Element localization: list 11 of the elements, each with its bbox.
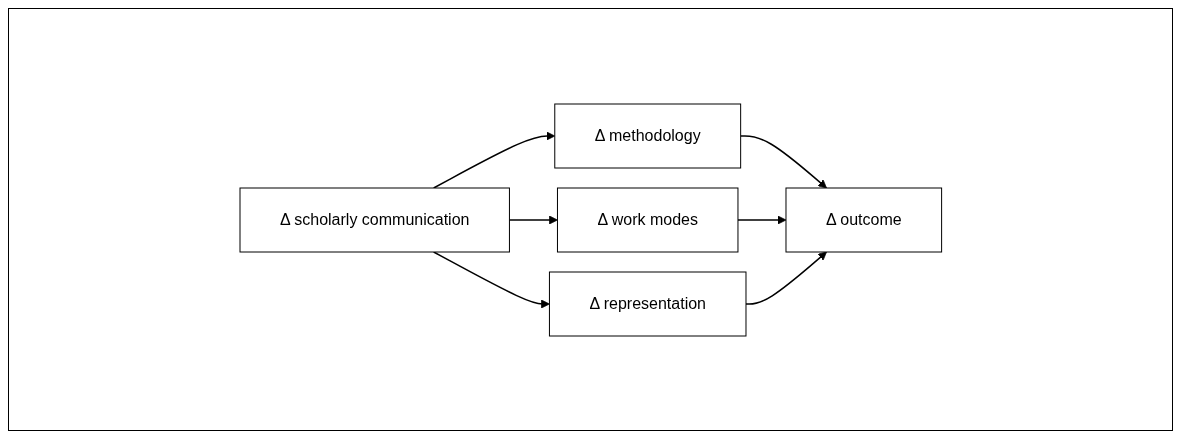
node-box: Δ representation (548, 271, 747, 336)
node-box: Δ scholarly communication (239, 187, 510, 252)
arrow (744, 251, 827, 305)
arrow (736, 215, 787, 224)
arrow (432, 131, 555, 189)
node-box: Δ work modes (556, 187, 739, 252)
arrow (432, 250, 550, 308)
arrow (508, 215, 558, 224)
arrow (739, 134, 827, 188)
node-box: Δ methodology (553, 103, 741, 168)
node-box: Δ outcome (785, 187, 942, 252)
